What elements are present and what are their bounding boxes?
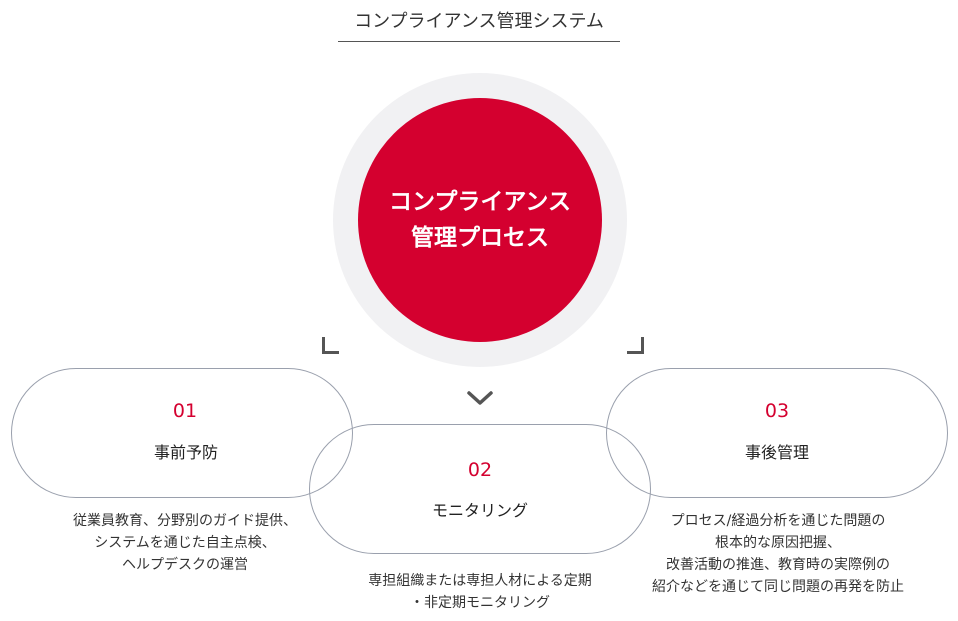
step-2-description: 専担組織または専担人材による定期 ・非定期モニタリング [320,570,640,614]
step-2-label: モニタリング [431,501,528,520]
step-3-description: プロセス/経過分析を通じた問題の 根本的な原因把握、 改善活動の推進、教育時の実… [618,510,938,598]
corner-bracket-right-icon [627,337,644,354]
step-1-description: 従業員教育、分野別のガイド提供、 システムを通じた自主点検、 ヘルプデスクの運営 [25,510,345,576]
step-1-description-line: 従業員教育、分野別のガイド提供、 [73,513,297,529]
step-pill-1 [11,368,353,498]
step-2-description-line: 専担組織または専担人材による定期 [368,573,592,589]
center-line-1: コンプライアンス [389,189,571,215]
step-pill-2 [309,424,651,554]
step-3-description-line: 根本的な原因把握、 [715,535,841,551]
step-1-description-line: ヘルプデスクの運営 [122,557,248,573]
step-2-description-line: ・非定期モニタリング [410,595,550,611]
step-pill-3 [606,368,948,498]
step-3-description-line: プロセス/経過分析を通じた問題の [670,513,886,529]
corner-bracket-left-icon [322,337,339,354]
step-2-number: 02 [467,459,493,481]
step-3-description-line: 紹介などを通じて同じ問題の再発を防止 [652,579,904,595]
step-3-description-line: 改善活動の推進、教育時の実際例の [666,557,890,573]
diagram-title: コンプライアンス管理システム [338,8,620,42]
chevron-down-icon [467,391,493,405]
center-line-2: 管理プロセス [411,225,549,251]
step-1-description-line: システムを通じた自主点検、 [94,535,276,551]
center-circle: コンプライアンス 管理プロセス [358,98,602,342]
step-1-number: 01 [172,400,198,422]
step-1-label: 事前予防 [153,443,218,462]
step-3-label: 事後管理 [744,443,809,462]
step-3-number: 03 [764,400,790,422]
